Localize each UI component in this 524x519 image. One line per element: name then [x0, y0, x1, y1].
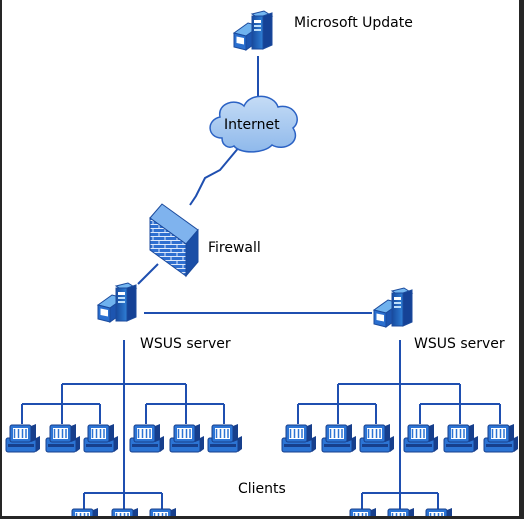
client-icon [443, 423, 479, 453]
wsus-server-left-label: WSUS server [140, 336, 231, 352]
microsoft-update-label: Microsoft Update [294, 15, 413, 31]
client-icon [45, 423, 81, 453]
microsoft-update-server-icon [233, 10, 273, 51]
client-icon [129, 423, 165, 453]
client-icon [483, 423, 519, 453]
client-icon [207, 423, 243, 453]
clients-label: Clients [238, 481, 286, 497]
wsus-server-left-icon [97, 282, 137, 323]
client-icon [359, 423, 395, 453]
connection-lines [21, 56, 501, 519]
internet-label: Internet [224, 117, 280, 133]
client-icon [281, 423, 317, 453]
firewall-icon [149, 203, 199, 278]
internet-cloud-icon [209, 95, 298, 153]
client-icon [321, 423, 357, 453]
firewall-label: Firewall [208, 240, 261, 256]
wsus-server-right-icon [373, 287, 413, 328]
wsus-server-right-label: WSUS server [414, 336, 505, 352]
client-icon [83, 423, 119, 453]
client-icon [169, 423, 205, 453]
client-icon [403, 423, 439, 453]
client-icon [5, 423, 41, 453]
